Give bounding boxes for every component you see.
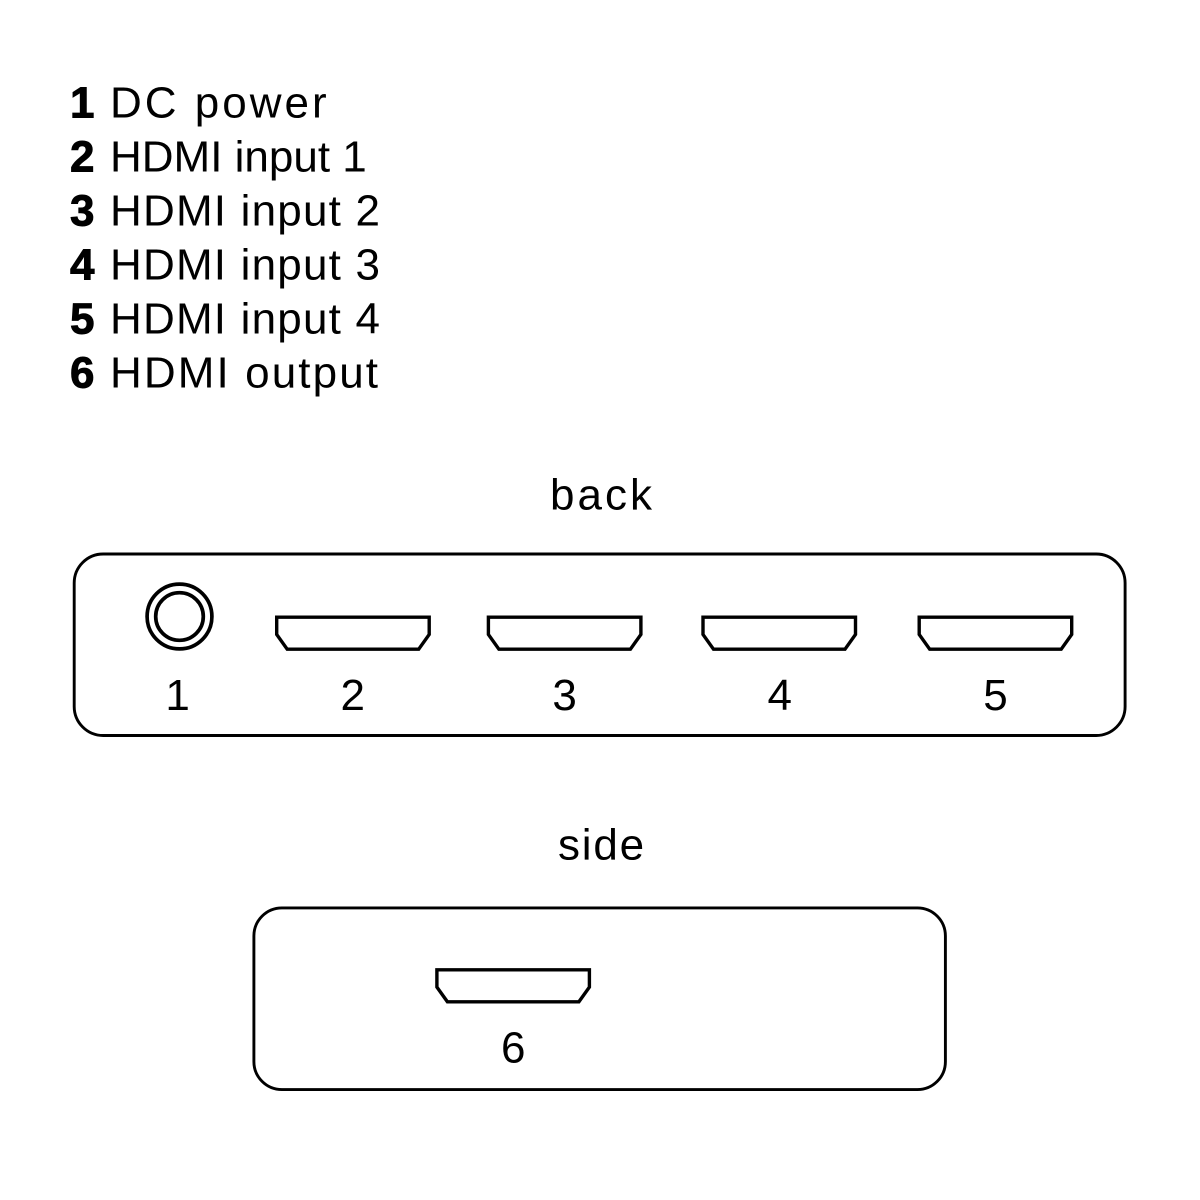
svg-text:6: 6	[501, 1023, 525, 1072]
svg-text:1DC power: 1DC power	[70, 79, 330, 128]
svg-text:side: side	[558, 820, 646, 869]
svg-text:5: 5	[983, 671, 1007, 720]
svg-text:back: back	[550, 471, 655, 520]
svg-text:3: 3	[552, 671, 576, 720]
svg-text:4: 4	[768, 671, 792, 720]
svg-text:1: 1	[165, 671, 189, 720]
svg-text:2: 2	[340, 671, 364, 720]
